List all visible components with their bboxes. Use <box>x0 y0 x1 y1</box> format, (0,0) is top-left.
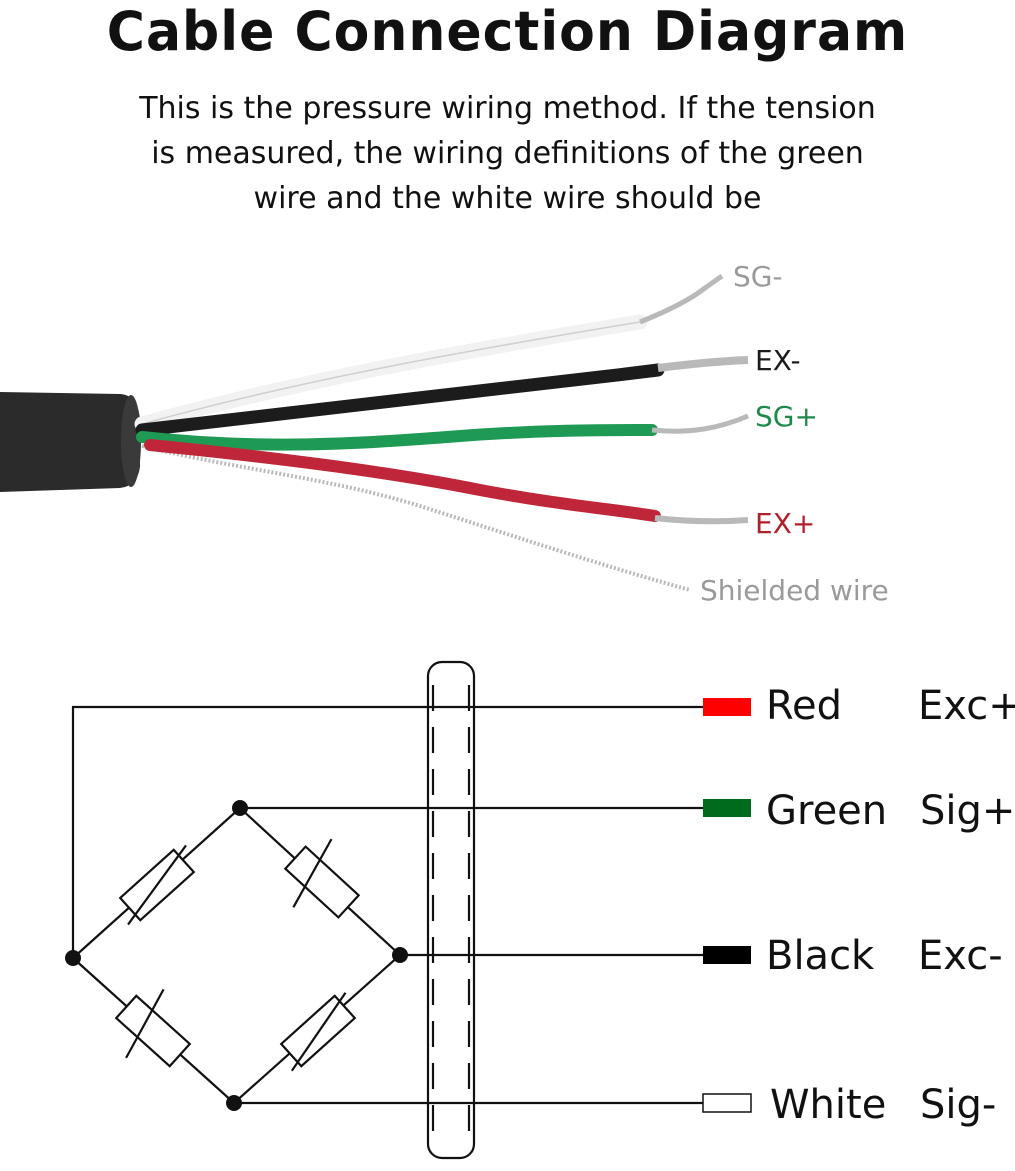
bridge-node-bottom <box>226 1095 242 1111</box>
page-title: Cable Connection Diagram <box>106 0 909 64</box>
swatch-white <box>702 1093 752 1113</box>
bridge-node-left <box>65 950 81 966</box>
wire-green <box>136 424 658 451</box>
lead-red <box>71 705 703 958</box>
wire-white-edge <box>141 321 641 425</box>
wire-black <box>135 363 665 437</box>
bridge-node-top <box>232 800 248 816</box>
swatch-red <box>703 698 751 716</box>
bridge-schematic <box>65 660 703 1160</box>
wiring-legend: Red Exc+ Green Sig+ Black Exc- White Sig… <box>702 683 1015 1128</box>
conductor-red <box>654 515 749 525</box>
shield-wire <box>141 444 691 592</box>
swatch-green <box>703 799 751 817</box>
strain-gauge-top-left <box>118 844 196 926</box>
legend-function-white: Sig- <box>920 1082 996 1128</box>
swatch-black <box>703 946 751 964</box>
conductor-black <box>657 356 749 372</box>
legend-function-black: Exc- <box>918 933 1003 979</box>
strain-gauge-bottom-left <box>114 988 192 1068</box>
strain-gauge-bottom-right <box>279 992 357 1072</box>
conductor-green <box>651 413 749 434</box>
label-sg-plus: SG+ <box>755 400 818 433</box>
label-ex-plus: EX+ <box>755 507 815 540</box>
legend-color-black: Black <box>766 933 875 979</box>
legend-color-green: Green <box>766 788 887 834</box>
label-ex-minus: EX- <box>755 344 801 377</box>
bridge-node-right <box>392 947 408 963</box>
label-sg-minus: SG- <box>733 260 783 293</box>
cable-shield-outline <box>426 660 476 1160</box>
cable-illustration: SG- EX- SG+ EX+ Shielded wire <box>0 260 889 607</box>
wire-red <box>144 439 661 522</box>
page-subtitle: This is the pressure wiring method. If t… <box>139 91 876 216</box>
cable-jacket-end <box>121 395 141 487</box>
legend-color-red: Red <box>766 683 842 729</box>
legend-function-green: Sig+ <box>920 788 1015 834</box>
cable-jacket <box>0 392 140 492</box>
legend-function-red: Exc+ <box>918 683 1015 729</box>
legend-color-white: White <box>770 1082 886 1128</box>
label-shielded-wire: Shielded wire <box>700 574 889 607</box>
strain-gauge-top-right <box>283 838 361 919</box>
wire-white <box>134 314 648 432</box>
conductor-white <box>639 273 724 325</box>
